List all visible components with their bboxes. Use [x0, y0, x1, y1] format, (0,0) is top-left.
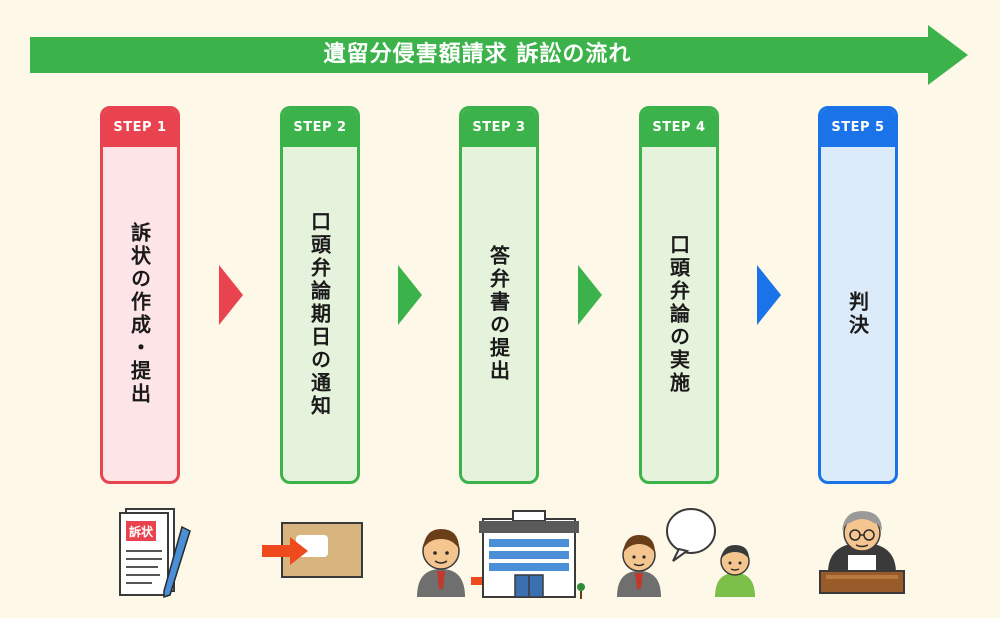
connector-arrow-1	[219, 265, 243, 325]
step-card-4: STEP 4 口頭弁論の実施	[639, 106, 719, 484]
document-label: 訴状	[129, 524, 154, 539]
document-pen-icon: 訴状	[119, 508, 191, 599]
person-icon	[715, 545, 755, 597]
envelope-arrow-icon	[262, 522, 363, 578]
speech-bubble-icon	[666, 508, 716, 562]
step-card-1: STEP 1 訴状の作成・提出	[100, 106, 180, 484]
step-label: STEP 4	[642, 109, 716, 147]
step-text: 口頭弁論期日の通知	[307, 210, 332, 418]
person-court-building-icon	[417, 510, 585, 599]
person-icon	[617, 535, 661, 597]
court-building-icon	[479, 510, 585, 599]
step-text: 訴状の作成・提出	[127, 222, 152, 406]
connector-arrow-4	[757, 265, 781, 325]
people-speech-bubble-icon	[617, 508, 755, 597]
step-text: 答弁書の提出	[486, 245, 511, 383]
step-label: STEP 2	[283, 109, 357, 147]
page-title: 遺留分侵害額請求 訴訟の流れ	[323, 42, 632, 67]
step-text: 口頭弁論の実施	[666, 233, 691, 395]
person-icon	[417, 529, 465, 597]
step-label: STEP 5	[821, 109, 895, 147]
banner-arrow-shape	[30, 25, 968, 85]
step-text: 判決	[845, 291, 870, 337]
judge-icon	[819, 511, 905, 594]
step-card-5: STEP 5 判決	[818, 106, 898, 484]
step-card-3: STEP 3 答弁書の提出	[459, 106, 539, 484]
step-card-2: STEP 2 口頭弁論期日の通知	[280, 106, 360, 484]
connector-arrow-3	[578, 265, 602, 325]
step-label: STEP 1	[103, 109, 177, 147]
connector-arrow-2	[398, 265, 422, 325]
step-label: STEP 3	[462, 109, 536, 147]
